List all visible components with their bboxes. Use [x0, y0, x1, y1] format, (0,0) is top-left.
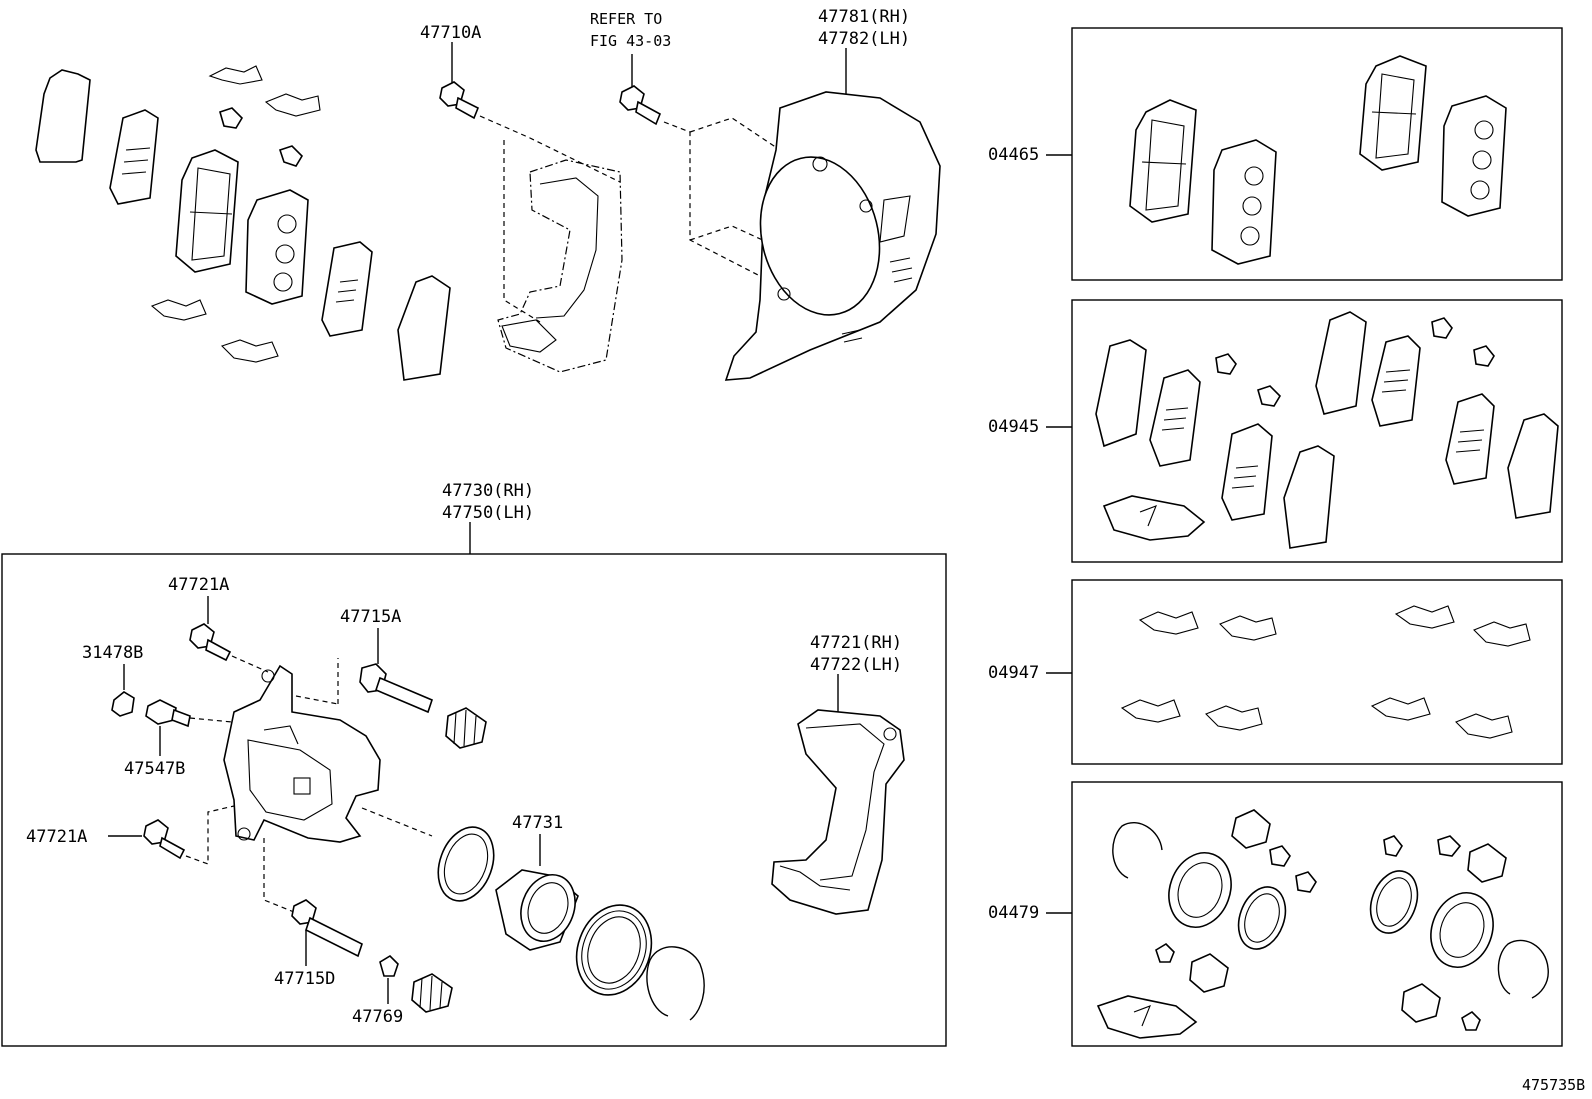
- label-47715d: 47715D: [274, 969, 335, 989]
- label-04947: 04947: [988, 663, 1039, 683]
- dust-shield: 47781(RH) 47782(LH): [724, 7, 941, 381]
- label-47721a-bottom: 47721A: [26, 827, 87, 847]
- label-47722: 47722(LH): [810, 655, 902, 675]
- top-center-bracket: 47710A REFER TO FIG 43-03: [420, 10, 781, 373]
- label-47721a-top: 47721A: [168, 575, 229, 595]
- figure-id: 475735B: [1522, 1076, 1585, 1094]
- pad-shim-cluster: [35, 65, 451, 381]
- kit-04465: 04465: [988, 27, 1563, 281]
- caliper-assembly-frame: [1, 553, 947, 1047]
- label-47721: 47721(RH): [810, 633, 902, 653]
- label-47781: 47781(RH): [818, 7, 910, 27]
- label-04479: 04479: [988, 903, 1039, 923]
- label-47710a: 47710A: [420, 23, 481, 43]
- label-47730: 47730(RH): [442, 481, 534, 501]
- label-31478b: 31478B: [82, 643, 143, 663]
- caliper-assembly: 47721A 31478B 47547B 47721A 47715A: [26, 575, 905, 1027]
- label-47547b: 47547B: [124, 759, 185, 779]
- label-47750: 47750(LH): [442, 503, 534, 523]
- label-fig-ref: FIG 43-03: [590, 32, 671, 50]
- label-04945: 04945: [988, 417, 1039, 437]
- label-04465: 04465: [988, 145, 1039, 165]
- kit-04479: 04479: [988, 781, 1563, 1047]
- kit-04947: 04947: [988, 579, 1563, 765]
- label-47782: 47782(LH): [818, 29, 910, 49]
- label-refer-to: REFER TO: [590, 10, 662, 28]
- label-47731: 47731: [512, 813, 563, 833]
- label-47715a: 47715A: [340, 607, 401, 627]
- label-47769: 47769: [352, 1007, 403, 1027]
- kit-04945: 04945: [988, 299, 1563, 563]
